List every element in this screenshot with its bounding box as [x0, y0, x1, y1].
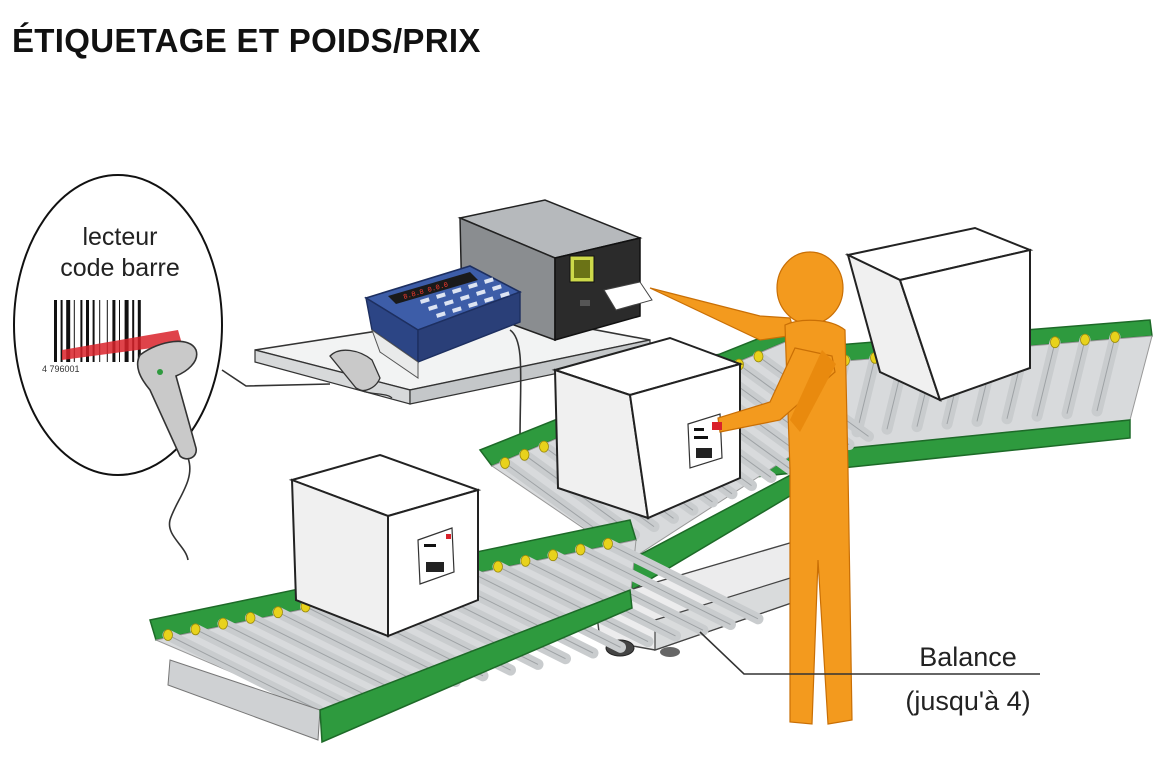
roller-cap	[273, 606, 283, 619]
laser-beam	[62, 330, 182, 360]
label-in-hand	[712, 422, 722, 430]
roller-cap	[1080, 333, 1090, 346]
page-title: ÉTIQUETAGE ET POIDS/PRIX	[12, 22, 481, 59]
roller-cap	[500, 457, 510, 469]
conveyor-roller-edge	[195, 628, 346, 705]
scanner-cable	[168, 457, 191, 561]
barcode-bar	[137, 300, 141, 362]
indicator-key	[460, 294, 470, 301]
roller-cap	[1110, 331, 1120, 343]
barcode-bar	[119, 300, 120, 362]
barcode-bar	[92, 300, 95, 362]
indicator-key	[420, 297, 430, 304]
scanner-callout: lecteur code barre 4 796001	[13, 174, 223, 561]
conveyor-roller-edge	[250, 617, 401, 694]
label-printer	[457, 199, 653, 342]
roller-cap	[245, 612, 256, 624]
barcode-digits: 4 796001	[42, 364, 80, 374]
barcode-bar	[60, 300, 63, 362]
indicator-key	[492, 284, 502, 291]
scanner-label-line1: lecteur	[82, 223, 157, 251]
conveyor-roller-edge	[856, 357, 876, 432]
roller-cap	[190, 623, 201, 636]
indicator-cable	[509, 329, 522, 441]
indicator-key	[500, 291, 510, 298]
barcode-bar	[132, 300, 135, 362]
conveyor-roller-edge	[497, 566, 649, 643]
barcode	[54, 300, 141, 362]
barcode-bar	[66, 300, 71, 362]
roller-cap	[575, 543, 586, 556]
scale-label-line2: (jusqu'à 4)	[905, 686, 1030, 716]
back-right-box	[844, 226, 1034, 402]
indicator-key	[452, 287, 462, 294]
conveyor-roller-edge	[525, 560, 676, 637]
indicator-key	[452, 306, 462, 313]
barcode-bar	[112, 300, 116, 362]
roller-cap	[520, 555, 531, 567]
indicator-key	[436, 311, 446, 318]
weighing-indicator: 8.8.8 0.0.0	[364, 265, 522, 379]
indicator-key	[484, 277, 494, 284]
conveyor-roller-edge	[470, 571, 621, 648]
operator-figure	[649, 251, 853, 725]
indicator-key	[468, 301, 478, 308]
roller-cap	[539, 440, 549, 453]
scanner-leader-line	[221, 369, 331, 387]
barcode-bar	[124, 300, 129, 362]
roller-cap	[493, 560, 503, 573]
roller-cap	[218, 617, 228, 630]
conveyor-roller-edge	[580, 549, 731, 625]
conveyor-roller-edge	[1096, 336, 1116, 412]
indicator-key	[436, 292, 446, 299]
barcode-bar	[106, 300, 108, 362]
front-box-label	[417, 527, 455, 585]
scanner-label-line2: code barre	[60, 254, 180, 282]
indicator-keypad	[420, 277, 510, 318]
conveyor-roller-edge	[222, 623, 374, 700]
scale-callout: Balance (jusqu'à 4)	[699, 631, 1040, 716]
conveyor-roller-edge	[277, 611, 429, 688]
conveyor-roller-edge	[607, 543, 759, 620]
scanner-on-table	[329, 349, 393, 399]
barcode-bar	[80, 300, 83, 362]
barcode-bar	[54, 300, 57, 362]
front-box	[288, 453, 482, 638]
roller-cap	[753, 350, 764, 363]
roller-cap	[519, 448, 530, 461]
indicator-key	[476, 289, 486, 296]
conveyor-roller-edge	[1066, 339, 1086, 414]
roller-cap	[1050, 336, 1060, 349]
middle-box	[551, 336, 744, 520]
barcode-bar	[73, 300, 75, 362]
roller-cap	[603, 537, 613, 550]
indicator-key	[428, 304, 438, 311]
indicator-key	[468, 282, 478, 289]
scale-label-line1: Balance	[919, 642, 1017, 672]
indicator-key	[444, 299, 454, 306]
conveyor-roller-edge	[1036, 342, 1056, 417]
roller-cap	[163, 629, 173, 641]
scale-leader-line	[699, 631, 1040, 675]
indicator-key	[484, 296, 494, 303]
barcode-bar	[86, 300, 89, 362]
barcode-bar	[99, 300, 101, 362]
handheld-scanner-icon	[136, 340, 198, 460]
roller-cap	[548, 549, 558, 562]
conveyor-roller-edge	[167, 634, 319, 711]
